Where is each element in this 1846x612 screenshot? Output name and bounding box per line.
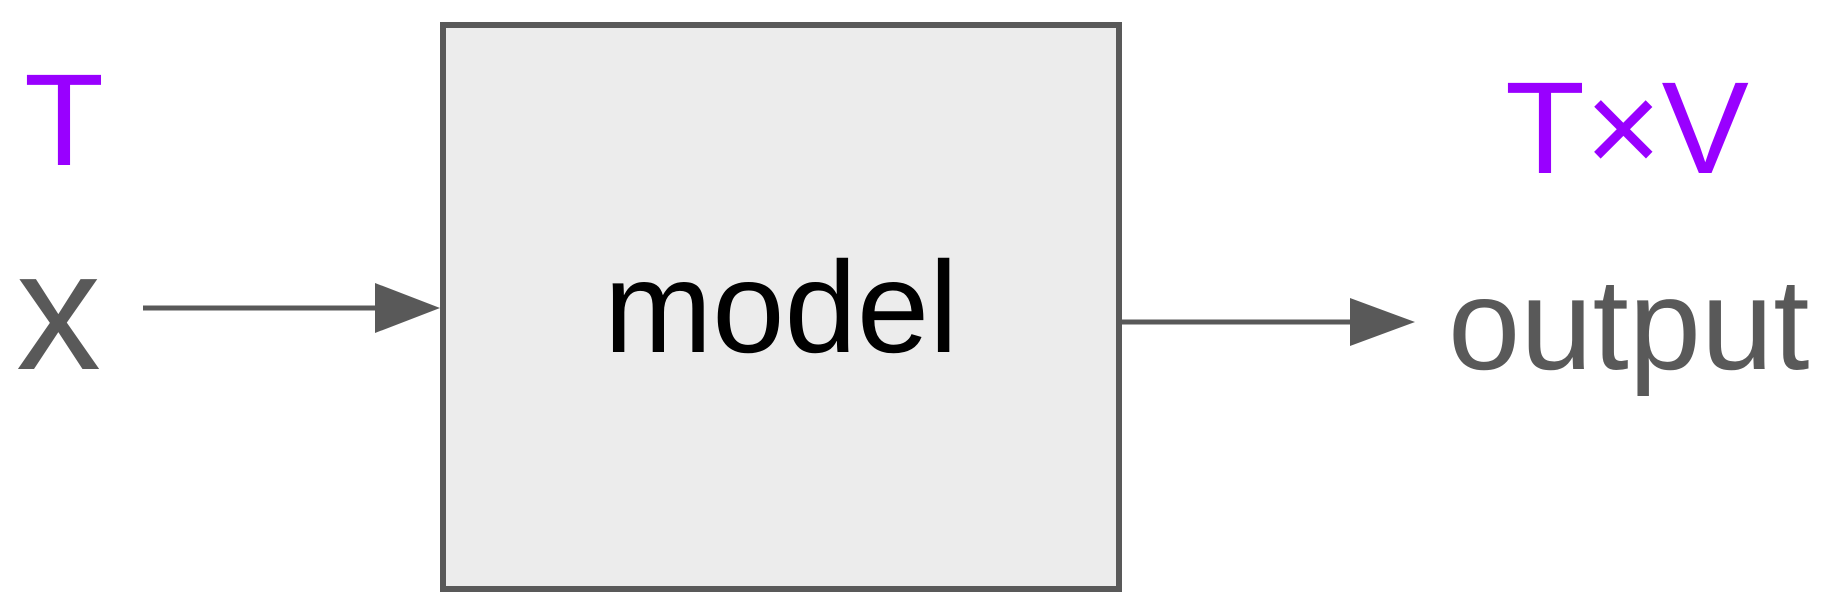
input-arrowhead	[375, 283, 440, 333]
model-box: model	[440, 22, 1122, 592]
output-dimension-label: T×V	[1505, 54, 1749, 201]
model-box-label: model	[603, 234, 959, 380]
input-dimension-label: T	[24, 46, 105, 193]
output-arrow-icon	[1122, 298, 1415, 346]
output-arrowhead	[1350, 298, 1415, 346]
output-variable-label: output	[1448, 251, 1810, 397]
input-variable-label: x	[16, 216, 101, 406]
input-arrow-icon	[143, 283, 440, 333]
